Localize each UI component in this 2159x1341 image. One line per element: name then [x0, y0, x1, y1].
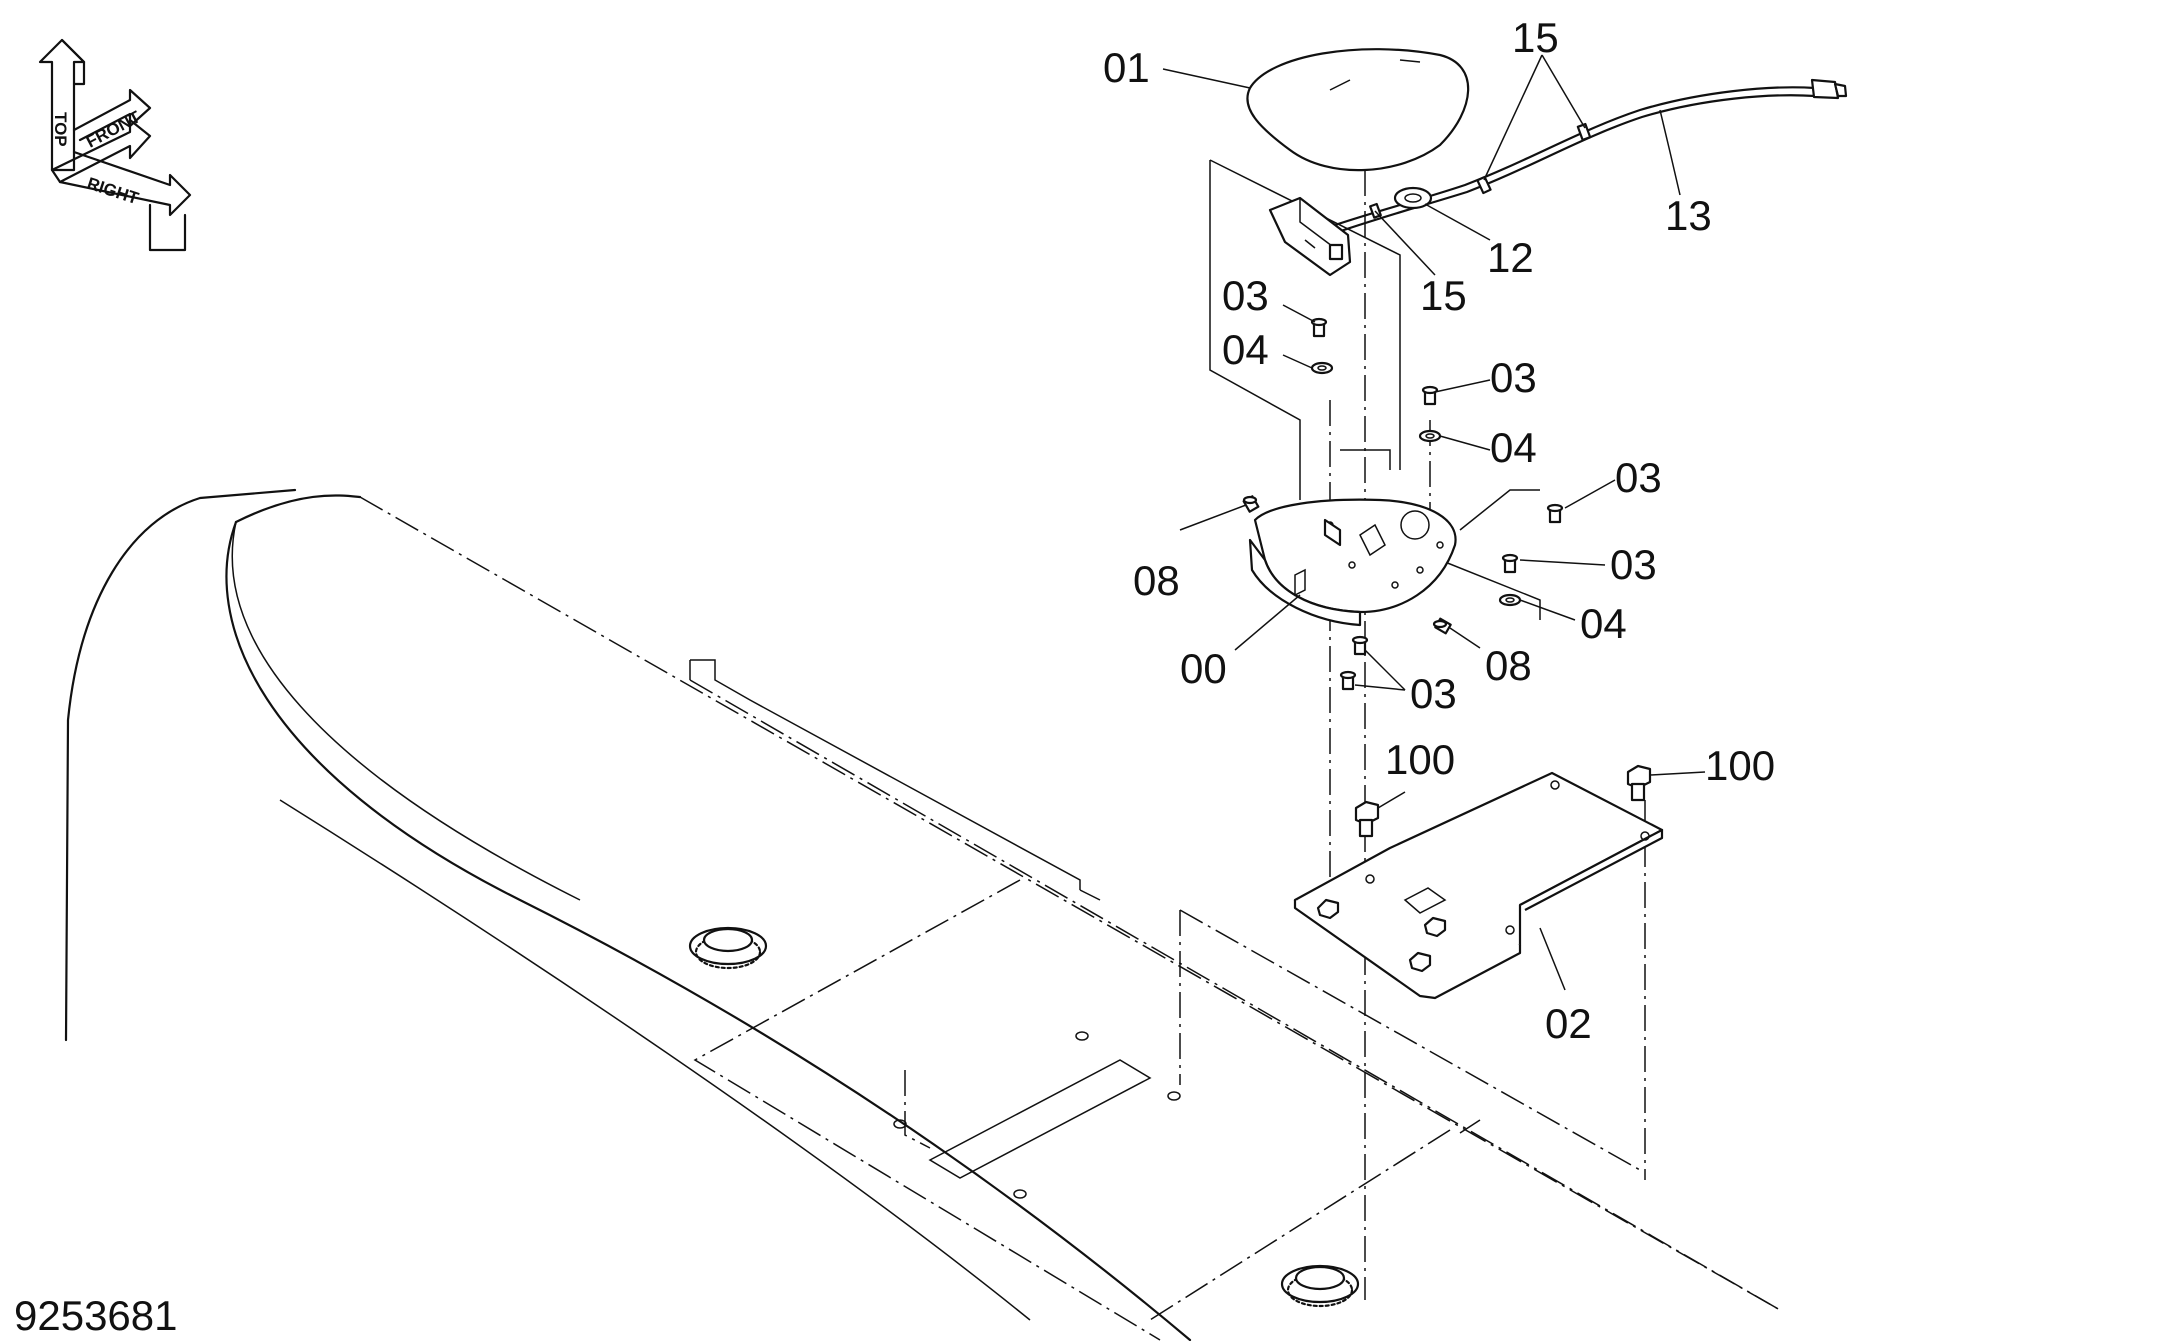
figure-id: 9253681 — [14, 1292, 178, 1339]
washer-04-right-a — [1418, 429, 1442, 443]
hex-bolt-100-right — [1626, 764, 1652, 802]
hex-bolt-100-left — [1354, 800, 1380, 838]
callout-04-right-c: 04 — [1580, 600, 1627, 647]
screw-08-left — [1242, 495, 1260, 513]
callout-02: 02 — [1545, 1000, 1592, 1047]
callout-03-bottom: 03 — [1410, 670, 1457, 717]
callout-15-bottom: 15 — [1420, 272, 1467, 319]
callout-03-right-a: 03 — [1490, 354, 1537, 401]
callout-12: 12 — [1487, 234, 1534, 281]
screw-08-right — [1432, 617, 1452, 635]
callout-08-right: 08 — [1485, 642, 1532, 689]
tie-part-15 — [1476, 175, 1492, 195]
orientation-front-label: FRONT — [83, 107, 144, 152]
nut-plate-2 — [1423, 916, 1447, 938]
roof-cap-right — [1280, 1264, 1360, 1308]
fasteners — [1242, 317, 1564, 691]
callout-13: 13 — [1665, 192, 1712, 239]
bolt-03-right-c — [1501, 553, 1519, 574]
callout-15-top: 15 — [1512, 14, 1559, 61]
bolt-03-right-b — [1546, 503, 1564, 524]
callout-04-top: 04 — [1222, 326, 1269, 373]
roof-cap-left — [688, 926, 768, 970]
washer-04-right-c — [1498, 593, 1522, 607]
callout-100-left: 100 — [1385, 736, 1455, 783]
callout-08-left: 08 — [1133, 557, 1180, 604]
cable-assembly-part-13 — [1268, 78, 1848, 277]
callout-03-right-b: 03 — [1615, 454, 1662, 501]
bolt-03-right-a — [1421, 385, 1439, 406]
orientation-top-label: TOP — [51, 112, 70, 147]
nut-plate-1 — [1316, 898, 1340, 920]
bolt-03-bottom-a — [1351, 635, 1369, 656]
bolt-03-bottom-b — [1339, 670, 1357, 691]
base-bracket-part-00 — [1248, 498, 1457, 627]
orientation-indicator: TOP FRONT RIGHT — [38, 38, 192, 252]
mount-plate-part-02 — [1293, 771, 1664, 1000]
assembly-lines — [1209, 159, 1646, 1300]
orientation-right-label: RIGHT — [85, 174, 142, 209]
bolt-03-top — [1310, 317, 1328, 338]
nut-plate-3 — [1408, 951, 1432, 973]
cab-roof — [64, 488, 1781, 1341]
grommet-part-12 — [1393, 186, 1433, 210]
callout-03-top: 03 — [1222, 272, 1269, 319]
callout-03-right-c: 03 — [1610, 541, 1657, 588]
callout-01: 01 — [1103, 44, 1150, 91]
washer-04-top — [1310, 361, 1334, 375]
callout-04-right-a: 04 — [1490, 424, 1537, 471]
dome-cover-part-01 — [1246, 48, 1470, 172]
callout-00: 00 — [1180, 645, 1227, 692]
callout-labels: 01 15 13 12 15 03 04 03 04 03 03 04 08 0… — [1103, 14, 1775, 1047]
leader-lines — [1162, 54, 1706, 991]
callout-100-right: 100 — [1705, 742, 1775, 789]
